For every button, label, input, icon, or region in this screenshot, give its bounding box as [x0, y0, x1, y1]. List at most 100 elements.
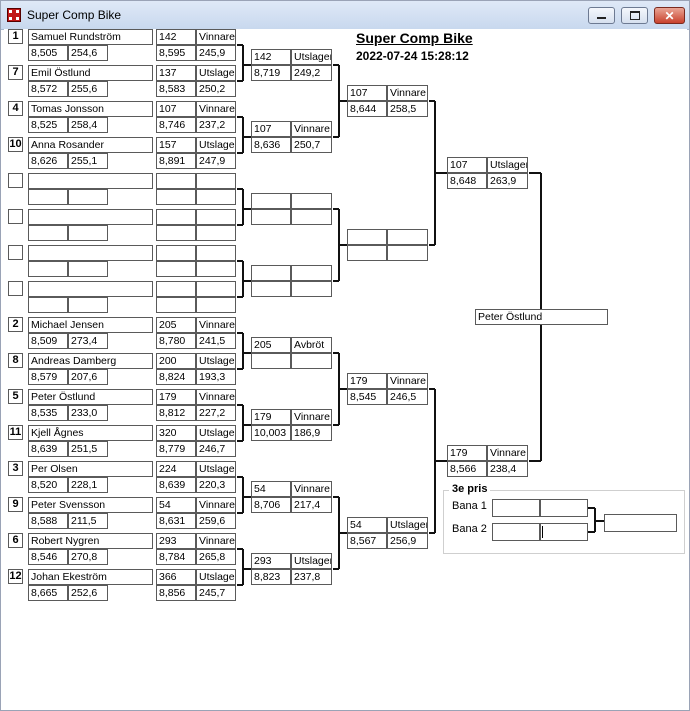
heat-time: 8,719 — [251, 65, 291, 81]
bike-number: 142 — [156, 29, 196, 45]
heat-result: Vinnare — [291, 481, 332, 497]
lane2-field-a[interactable] — [492, 523, 540, 541]
heat-speed: 246,5 — [387, 389, 428, 405]
heat-speed: 186,9 — [291, 425, 332, 441]
slot-checkbox[interactable] — [8, 173, 23, 188]
heat-result: Vinnare — [196, 29, 236, 45]
racer-name[interactable]: Andreas Damberg — [28, 353, 153, 369]
seed-number: 5 — [8, 389, 23, 404]
third-place-result[interactable] — [604, 514, 677, 532]
bike-number — [156, 209, 196, 225]
heat-result — [196, 173, 236, 189]
bike-number: 179 — [347, 373, 387, 389]
minimize-icon — [589, 8, 614, 23]
timestamp: 2022-07-24 15:28:12 — [356, 49, 469, 63]
lane1-field-b[interactable] — [540, 499, 588, 517]
heat-speed — [387, 245, 428, 261]
heat-time: 8,639 — [156, 477, 196, 493]
racer-speed: 254,6 — [68, 45, 108, 61]
racer-name[interactable]: Kjell Ågnes — [28, 425, 153, 441]
seed-number: 11 — [8, 425, 23, 440]
bike-number — [251, 265, 291, 281]
racer-time: 8,535 — [28, 405, 68, 421]
close-button[interactable]: ✕ — [654, 7, 685, 24]
heat-time — [156, 261, 196, 277]
maximize-button[interactable] — [621, 7, 648, 24]
bike-number: 366 — [156, 569, 196, 585]
heat-time — [347, 245, 387, 261]
racer-speed: 273,4 — [68, 333, 108, 349]
heat-time: 8,891 — [156, 153, 196, 169]
racer-speed — [68, 225, 108, 241]
heat-speed: 220,3 — [196, 477, 236, 493]
heat-time: 8,567 — [347, 533, 387, 549]
racer-name[interactable]: Samuel Rundström — [28, 29, 153, 45]
racer-name[interactable]: Johan Ekeström — [28, 569, 153, 585]
heat-time: 8,779 — [156, 441, 196, 457]
racer-time: 8,579 — [28, 369, 68, 385]
heat-time: 8,545 — [347, 389, 387, 405]
lane1-field-a[interactable] — [492, 499, 540, 517]
title-bar[interactable]: Super Comp Bike ✕ — [1, 1, 689, 30]
heat-speed — [291, 209, 332, 225]
racer-speed: 211,5 — [68, 513, 108, 529]
heat-time: 8,644 — [347, 101, 387, 117]
racer-name[interactable] — [28, 281, 153, 297]
racer-time: 8,505 — [28, 45, 68, 61]
bike-number: 224 — [156, 461, 196, 477]
bike-number: 293 — [156, 533, 196, 549]
heat-result: Utslagen — [196, 353, 236, 369]
racer-time: 8,509 — [28, 333, 68, 349]
racer-name[interactable]: Michael Jensen — [28, 317, 153, 333]
racer-name[interactable] — [28, 209, 153, 225]
heat-result: Vinnare — [196, 317, 236, 333]
racer-name[interactable]: Peter Östlund — [28, 389, 153, 405]
racer-name[interactable]: Emil Östlund — [28, 65, 153, 81]
racer-name[interactable]: Robert Nygren — [28, 533, 153, 549]
racer-name[interactable]: Peter Svensson — [28, 497, 153, 513]
heat-time: 8,706 — [251, 497, 291, 513]
racer-name[interactable]: Per Olsen — [28, 461, 153, 477]
heat-result: Utslagen — [196, 137, 236, 153]
racer-name[interactable] — [28, 173, 153, 189]
heat-speed — [291, 281, 332, 297]
lane2-label: Bana 2 — [452, 523, 487, 535]
heat-time: 8,583 — [156, 81, 196, 97]
heat-time — [251, 209, 291, 225]
close-icon: ✕ — [664, 8, 675, 23]
heat-speed — [196, 261, 236, 277]
seed-number: 10 — [8, 137, 23, 152]
bike-number — [251, 193, 291, 209]
heat-speed — [291, 353, 332, 369]
bike-number: 137 — [156, 65, 196, 81]
heat-time: 8,812 — [156, 405, 196, 421]
racer-time: 8,665 — [28, 585, 68, 601]
slot-checkbox[interactable] — [8, 245, 23, 260]
slot-checkbox[interactable] — [8, 209, 23, 224]
racer-speed: 251,5 — [68, 441, 108, 457]
minimize-button[interactable] — [588, 7, 615, 24]
racer-time — [28, 261, 68, 277]
heat-result: Utslagen — [291, 553, 332, 569]
bike-number: 107 — [447, 157, 487, 173]
racer-name[interactable]: Anna Rosander — [28, 137, 153, 153]
racer-name[interactable]: Tomas Jonsson — [28, 101, 153, 117]
racer-time — [28, 225, 68, 241]
page-title: Super Comp Bike — [356, 30, 473, 46]
bike-number: 179 — [156, 389, 196, 405]
bike-number: 54 — [251, 481, 291, 497]
heat-speed: 247,9 — [196, 153, 236, 169]
heat-speed: 250,2 — [196, 81, 236, 97]
heat-result — [291, 265, 332, 281]
heat-speed: 259,6 — [196, 513, 236, 529]
racer-time — [28, 189, 68, 205]
racer-speed: 252,6 — [68, 585, 108, 601]
lane1-label: Bana 1 — [452, 500, 487, 512]
lane2-field-b[interactable] — [540, 523, 588, 541]
racer-speed: 228,1 — [68, 477, 108, 493]
slot-checkbox[interactable] — [8, 281, 23, 296]
racer-time: 8,626 — [28, 153, 68, 169]
heat-time: 8,746 — [156, 117, 196, 133]
racer-name[interactable] — [28, 245, 153, 261]
